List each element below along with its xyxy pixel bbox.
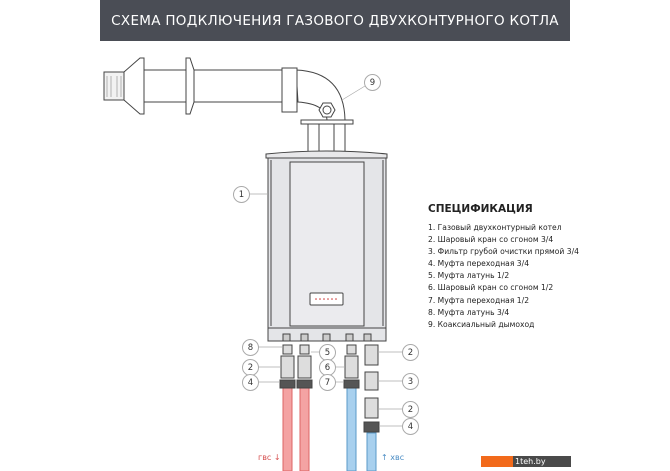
hot-water-label: гвс ↓: [258, 453, 281, 462]
spec-item: 1. Газовый двухконтурный котел: [428, 223, 562, 232]
spec-list: 1. Газовый двухконтурный котел 2. Шаровы…: [428, 222, 579, 331]
fittings: [279, 344, 380, 433]
spec-item: 8. Муфта латунь 3/4: [428, 307, 510, 317]
boiler: [265, 150, 388, 342]
specification: СПЕЦИФИКАЦИЯ 1. Газовый двухконтурный ко…: [428, 203, 579, 331]
spec-item: 5. Муфта латунь 1/2: [428, 271, 510, 281]
spec-item: 3. Фильтр грубой очистки прямой 3/4: [428, 247, 579, 257]
spec-title: СПЕЦИФИКАЦИЯ: [428, 203, 533, 215]
spec-item: 9. Коаксиальный дымоход: [428, 319, 535, 329]
callout-3: 3: [402, 373, 419, 390]
coaxial-flue: [103, 57, 354, 153]
pipes: [282, 387, 377, 471]
spec-item: 4. Муфта переходная 3/4: [428, 259, 530, 269]
watermark: 1teh.by: [481, 456, 571, 467]
cold-water-label: ↑ хвс: [381, 453, 405, 462]
callout-9: 9: [364, 74, 381, 91]
callout-2: 2: [242, 359, 259, 376]
callout-2: 2: [402, 344, 419, 361]
callout-4: 4: [242, 374, 259, 391]
spec-item: 6. Шаровый кран со сгоном 1/2: [428, 283, 554, 293]
spec-item: 2. Шаровый кран со сгоном 3/4: [428, 235, 554, 245]
callout-4: 4: [402, 418, 419, 435]
page-title: СХЕМА ПОДКЛЮЧЕНИЯ ГАЗОВОГО ДВУХКОНТУРНОГ…: [100, 0, 570, 41]
title-text: СХЕМА ПОДКЛЮЧЕНИЯ ГАЗОВОГО ДВУХКОНТУРНОГ…: [111, 12, 559, 29]
callout-2: 2: [402, 401, 419, 418]
spec-item: 7. Муфта переходная 1/2: [428, 295, 530, 305]
callout-8: 8: [242, 339, 259, 356]
callout-1: 1: [233, 186, 250, 203]
callout-7: 7: [319, 374, 336, 391]
